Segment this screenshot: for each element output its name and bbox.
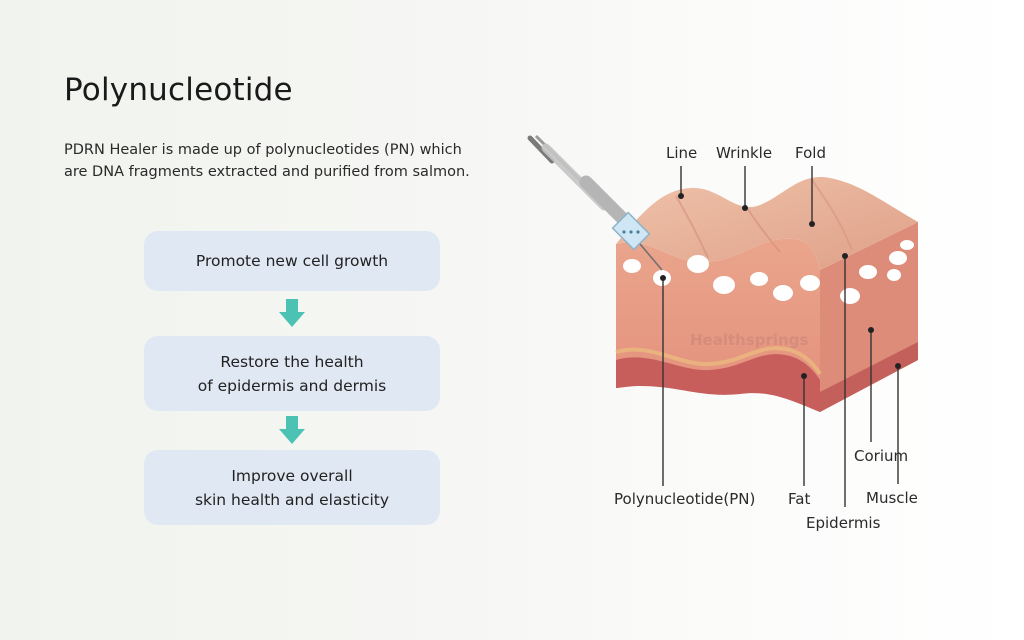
flow-step-3-line-1: Improve overall: [231, 466, 353, 485]
label-line: Line: [666, 144, 697, 162]
label-muscle: Muscle: [866, 489, 918, 507]
label-fold: Fold: [795, 144, 826, 162]
pointer-dots: [660, 193, 901, 379]
fat-cells: [623, 240, 914, 304]
syringe-icon: [527, 134, 663, 271]
label-wrinkle: Wrinkle: [716, 144, 772, 162]
skin-top-surface: [616, 177, 918, 270]
flow-step-2-line-2: of epidermis and dermis: [197, 376, 387, 395]
label-fat: Fat: [788, 490, 810, 508]
flow-step-restore-health: Restore the health of epidermis and derm…: [144, 336, 440, 411]
label-polynucleotide: Polynucleotide(PN): [614, 490, 755, 508]
flow-step-2-line-1: Restore the health: [220, 352, 364, 371]
down-arrow-icon: [279, 416, 305, 444]
down-arrow-icon: [279, 299, 305, 327]
flow-step-1-text: Promote new cell growth: [195, 252, 389, 270]
skin-fat-stripe: [615, 346, 822, 376]
description-line-2: are DNA fragments extracted and purified…: [64, 164, 470, 180]
skin-fat-layer: [616, 354, 820, 412]
flow-step-improve-skin: Improve overall skin health and elastici…: [144, 450, 440, 525]
flow-step-promote-growth: Promote new cell growth: [144, 231, 440, 291]
description: PDRN Healer is made up of polynucleotide…: [64, 139, 534, 183]
page-title: Polynucleotide: [64, 72, 293, 108]
description-line-1: PDRN Healer is made up of polynucleotide…: [64, 142, 462, 158]
label-corium: Corium: [854, 447, 908, 465]
pointer-lines: [662, 166, 899, 507]
label-epidermis: Epidermis: [806, 514, 881, 532]
watermark-text: Healthsprings: [690, 331, 808, 349]
flow-step-3-line-2: skin health and elasticity: [194, 490, 390, 509]
